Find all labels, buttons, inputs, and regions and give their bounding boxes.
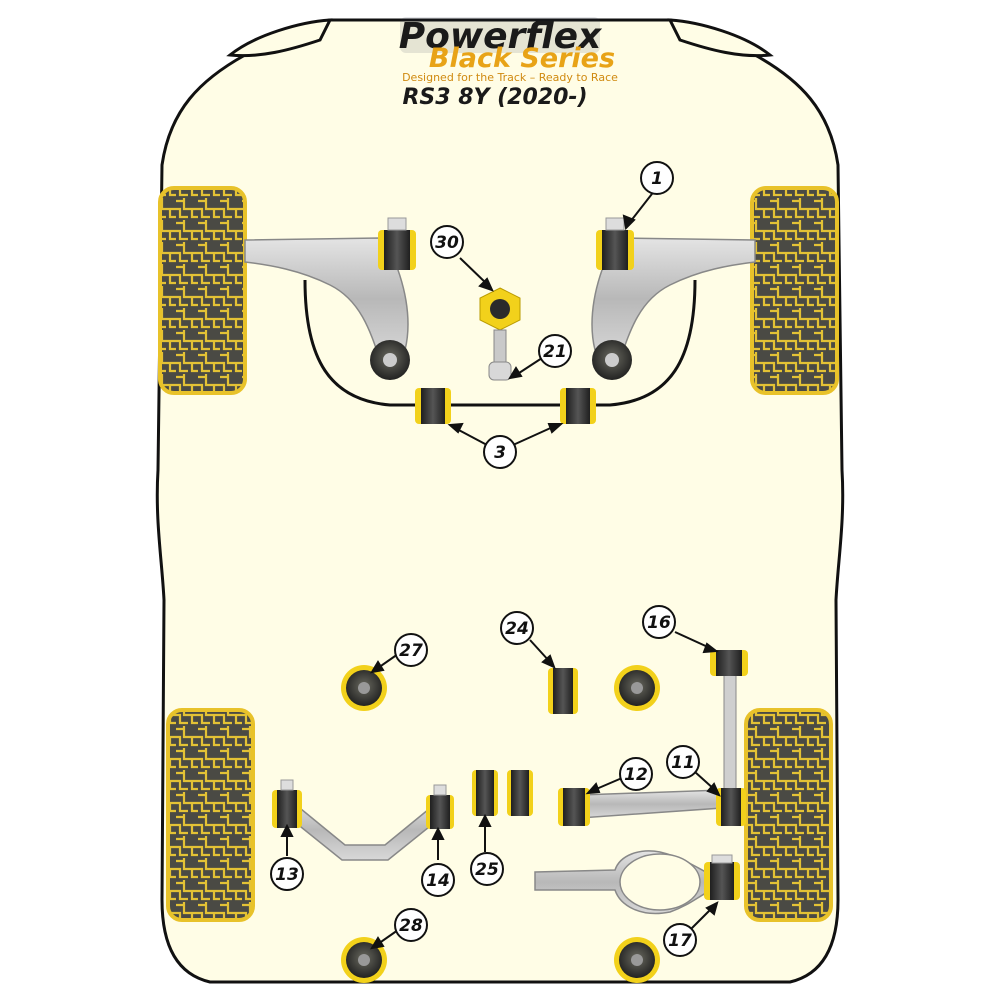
callout-30-text: 30 (435, 233, 459, 253)
front-left-wishbone (244, 237, 409, 361)
callout-17: 17 (663, 923, 697, 957)
rear-round-bush-28 (341, 937, 387, 983)
rear-bushes-25 (472, 770, 533, 816)
rear-round-bush-right-lower (614, 937, 660, 983)
powerflex-logo: Powerflex Black Series Designed for the … (399, 16, 618, 84)
callout-30: 30 (430, 225, 464, 259)
front-wishbone-rear-bush-right (592, 340, 632, 380)
subframe-bush-24 (548, 668, 578, 714)
callout-27-text: 27 (399, 641, 423, 661)
dog-bone-mount (488, 329, 512, 381)
callout-11: 11 (666, 745, 700, 779)
callout-14: 14 (421, 863, 455, 897)
rear-link-bush-11 (716, 788, 746, 826)
callout-21-text: 21 (543, 342, 567, 362)
callout-16: 16 (642, 605, 676, 639)
callout-13: 13 (270, 857, 304, 891)
callout-25-text: 25 (475, 860, 499, 880)
callout-14-text: 14 (426, 871, 450, 891)
callout-28: 28 (394, 908, 428, 942)
car-body-outline (155, 18, 845, 984)
trailing-arm-bush-17 (704, 854, 740, 900)
callout-27: 27 (394, 633, 428, 667)
drop-link-16 (710, 650, 748, 801)
callout-3-text: 3 (494, 443, 506, 463)
callout-1-text: 1 (651, 169, 663, 189)
logo-tagline: Designed for the Track – Ready to Race (402, 71, 618, 84)
front-wishbone-rear-bush-left (370, 340, 410, 380)
callout-1: 1 (640, 161, 674, 195)
rear-arb-bush-13 (272, 779, 302, 828)
callout-24-text: 24 (505, 619, 529, 639)
logo-brand: Powerflex (399, 16, 603, 57)
front-left-tyre (158, 186, 247, 395)
front-wishbone-bush-left (378, 217, 416, 270)
callout-16-text: 16 (647, 613, 671, 633)
model-title: RS3 8Y (2020-) (402, 85, 587, 110)
callout-11-text: 11 (671, 753, 695, 773)
logo-series: Black Series (429, 43, 615, 74)
rear-arb-bush-14 (426, 784, 454, 829)
rear-left-tyre (166, 708, 255, 922)
rear-round-bush-right-upper (614, 665, 660, 711)
right-headlight-outline (667, 18, 774, 58)
callout-25: 25 (470, 852, 504, 886)
rear-link-bush-12 (558, 788, 590, 826)
front-right-tyre (750, 186, 839, 395)
callout-28-text: 28 (399, 916, 423, 936)
callout-17-text: 17 (668, 931, 692, 951)
callout-3: 3 (483, 435, 517, 469)
anti-roll-bar-bush-right (560, 388, 596, 424)
rear-right-tyre (744, 708, 833, 922)
trailing-arm-cutout (619, 853, 701, 911)
callout-13-text: 13 (275, 865, 299, 885)
front-subframe (303, 279, 697, 407)
front-wishbone-bush-right (596, 217, 634, 270)
callout-12-text: 12 (624, 765, 648, 785)
left-headlight-outline (226, 18, 333, 58)
callouts: 1 30 21 3 27 24 16 12 (270, 161, 700, 957)
callout-leaders (280, 189, 721, 950)
callout-12: 12 (619, 757, 653, 791)
callout-21: 21 (538, 334, 572, 368)
rear-round-bush-27 (341, 665, 387, 711)
callout-24: 24 (500, 611, 534, 645)
anti-roll-bar-bush-left (415, 388, 451, 424)
